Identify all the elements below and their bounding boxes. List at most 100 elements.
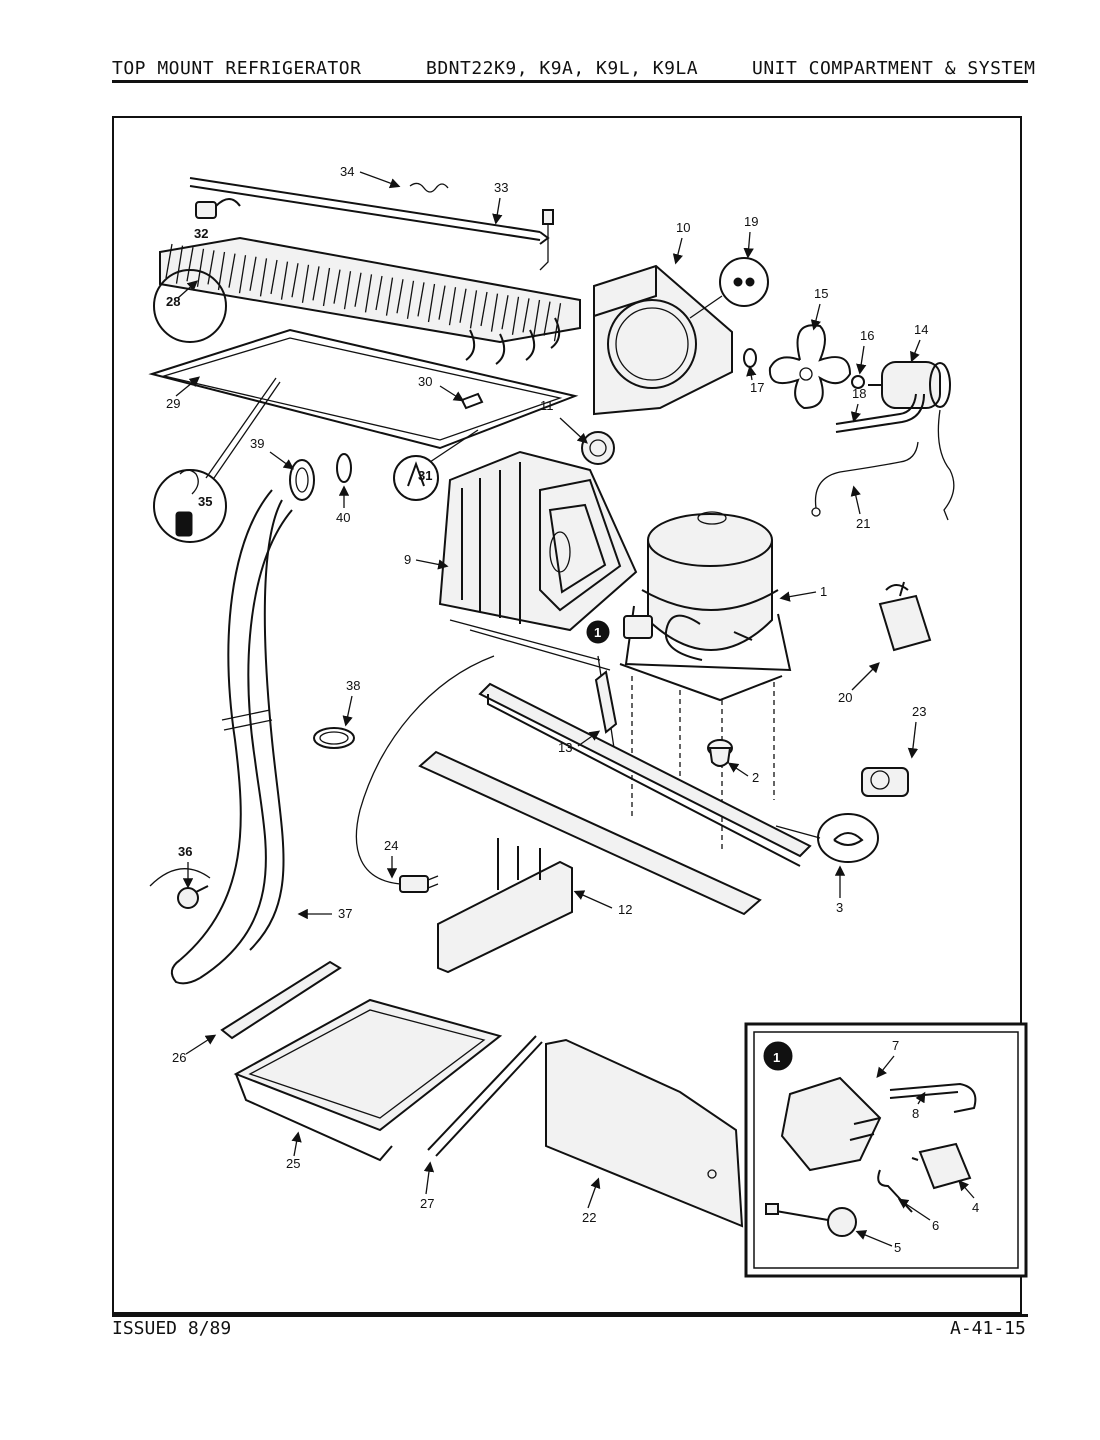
leader-10 [672, 237, 683, 265]
svg-text:1: 1 [594, 625, 601, 640]
leader-17 [746, 365, 757, 381]
part-3-mount-detail[interactable] [775, 813, 879, 863]
part-22-rear-cover[interactable] [545, 1038, 744, 1228]
callout-28: 28 [166, 294, 180, 309]
callout-17: 17 [750, 380, 764, 395]
part-15-fan-blade[interactable] [768, 324, 852, 410]
header-model-type: TOP MOUNT REFRIGERATOR [112, 58, 362, 79]
part-29-cover-plate[interactable] [148, 328, 579, 450]
compressor-mount-guides [631, 676, 775, 850]
leader-5 [855, 1230, 893, 1247]
part-17-washer[interactable] [743, 348, 757, 368]
callout-leaders [175, 171, 975, 1247]
part-37-drain-hose[interactable] [170, 489, 293, 985]
leader-9 [415, 559, 449, 570]
leader-29 [175, 376, 201, 397]
part-26-pan-bracket[interactable] [220, 960, 342, 1040]
part-defrost-terminal[interactable] [539, 209, 554, 271]
part-14-fan-motor[interactable] [868, 361, 955, 521]
part-36-fitting[interactable] [149, 868, 211, 909]
part-7-terminal-cover[interactable] [780, 1076, 882, 1172]
part-9-condenser-shroud[interactable] [438, 450, 638, 671]
part-21-wire[interactable] [811, 441, 919, 517]
leader-26 [185, 1034, 217, 1055]
callout-23: 23 [912, 704, 926, 719]
leader-18 [850, 403, 861, 423]
callout-15: 15 [814, 286, 828, 301]
callout-8: 8 [912, 1106, 919, 1121]
part-28-condenser-coil[interactable] [159, 236, 581, 365]
part-6-spring-clip[interactable] [877, 1169, 913, 1213]
footer-issue-date: ISSUED 8/89 [112, 1318, 232, 1339]
part-11-grommet[interactable] [581, 431, 615, 465]
part-23-overload[interactable] [861, 767, 909, 797]
callout-12: 12 [618, 902, 632, 917]
part-base-rails[interactable] [418, 682, 812, 916]
callout-10: 10 [676, 220, 690, 235]
leader-25 [291, 1131, 302, 1157]
part-10-fan-shroud[interactable] [593, 264, 733, 416]
header-rule [112, 80, 1028, 83]
callout-22: 22 [582, 1210, 596, 1225]
leader-12 [573, 890, 613, 909]
leader-7 [876, 1055, 895, 1079]
callout-33: 33 [494, 180, 508, 195]
part-24-power-cord[interactable] [355, 655, 495, 893]
part-38-clamp[interactable] [313, 727, 355, 749]
part-27-rod[interactable] [427, 1035, 543, 1157]
callout-9: 9 [404, 552, 411, 567]
part-2-grommet[interactable] [707, 739, 733, 767]
part-35-drain-detail[interactable] [153, 269, 281, 543]
leader-1 [779, 591, 817, 602]
callout-27: 27 [420, 1196, 434, 1211]
leader-8 [915, 1091, 926, 1105]
part-30-clip[interactable] [460, 392, 484, 410]
callout-21: 21 [856, 516, 870, 531]
callout-19: 19 [744, 214, 758, 229]
part-12-bracket[interactable] [437, 838, 573, 974]
callout-7: 7 [892, 1038, 899, 1053]
leader-38 [342, 695, 353, 727]
part-20-relay[interactable] [878, 581, 932, 652]
callout-40: 40 [336, 510, 350, 525]
part-25-drain-pan[interactable] [233, 998, 503, 1162]
leader-6 [897, 1198, 931, 1221]
callout-1: 1 [820, 584, 827, 599]
part-31-clip-detail[interactable] [393, 429, 479, 501]
part-34-wire[interactable] [409, 182, 449, 193]
callout-4: 4 [972, 1200, 979, 1215]
leader-30 [439, 385, 465, 402]
part-16-retainer[interactable] [851, 375, 865, 389]
leader-33 [492, 197, 503, 225]
compressor-inset-marker: 1 [586, 620, 610, 644]
callout-32: 32 [194, 226, 208, 241]
callout-2: 2 [752, 770, 759, 785]
callout-29: 29 [166, 396, 180, 411]
part-40-plug[interactable] [336, 453, 352, 483]
callout-38: 38 [346, 678, 360, 693]
part-1-compressor[interactable] [619, 511, 792, 702]
callout-5: 5 [894, 1240, 901, 1255]
part-4-relay[interactable] [911, 1142, 972, 1190]
callout-26: 26 [172, 1050, 186, 1065]
callout-20: 20 [838, 690, 852, 705]
part-5-overload-protector[interactable] [765, 1203, 857, 1237]
part-13-drier[interactable] [594, 655, 618, 749]
callout-34: 34 [340, 164, 354, 179]
diagram-frame [112, 116, 1022, 1314]
leader-34 [359, 171, 401, 189]
leader-28 [177, 280, 198, 299]
header-model-numbers: BDNT22K9, K9A, K9L, K9LA [426, 58, 699, 79]
footer-rule [112, 1314, 1028, 1317]
svg-text:1: 1 [773, 1050, 780, 1065]
part-32-clip[interactable] [195, 198, 241, 219]
callout-37: 37 [338, 906, 352, 921]
leader-21 [850, 485, 861, 515]
callout-31: 31 [418, 468, 432, 483]
leader-27 [423, 1161, 435, 1195]
callout-18: 18 [852, 386, 866, 401]
part-18-tube[interactable] [835, 393, 925, 433]
part-39-grommet[interactable] [289, 459, 315, 501]
